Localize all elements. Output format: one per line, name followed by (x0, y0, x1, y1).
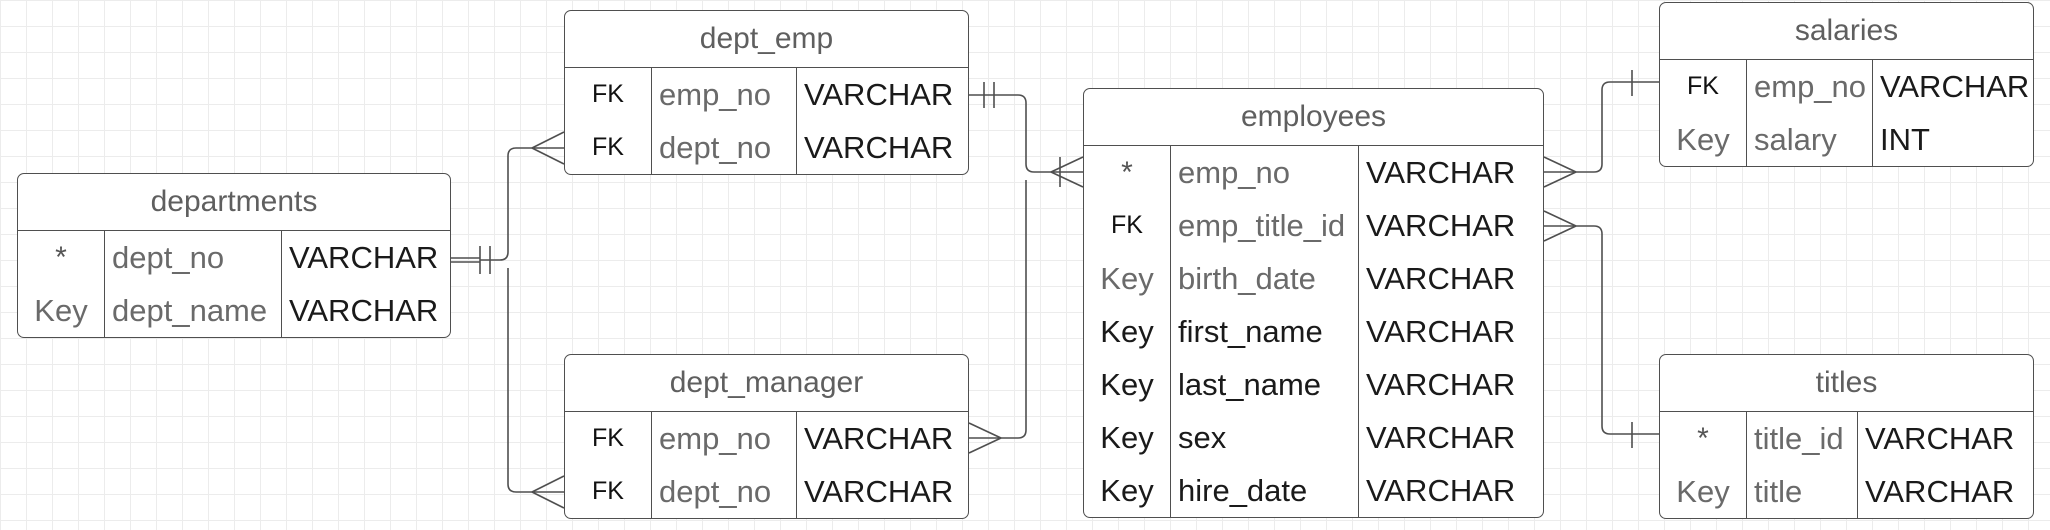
field-type: INT (1880, 122, 1930, 157)
field-type: VARCHAR (1366, 314, 1516, 349)
field-type: VARCHAR (804, 130, 954, 165)
key-cell: FK (1111, 211, 1143, 239)
connector-departments-dept-manager (507, 268, 564, 493)
crowfoot-many-marker (1543, 210, 1577, 242)
field-name: salary (1754, 122, 1837, 157)
connector-employees-titles (1544, 225, 1659, 435)
entity-departments[interactable]: departments * Key dept_no dept_name VARC… (17, 173, 451, 338)
key-cell: Key (34, 293, 88, 328)
field-type: VARCHAR (1880, 69, 2030, 104)
key-cell: Key (1100, 420, 1154, 455)
field-type: VARCHAR (1366, 261, 1516, 296)
crowfoot-many-marker (1543, 156, 1577, 188)
key-cell: * (1121, 156, 1133, 189)
entity-titles[interactable]: titles * Key title_id title VARCHAR VARC… (1659, 354, 2034, 519)
key-cell: * (55, 241, 67, 274)
entity-dept-manager[interactable]: dept_manager FK FK emp_no dept_no VARCHA… (564, 354, 969, 519)
field-type: VARCHAR (804, 474, 954, 509)
key-cell: Key (1100, 367, 1154, 402)
field-name: sex (1178, 420, 1227, 455)
field-name: emp_no (659, 77, 772, 112)
key-cell: Key (1676, 474, 1730, 509)
field-name: emp_title_id (1178, 208, 1346, 243)
key-cell: FK (1687, 72, 1719, 100)
one-marker (983, 82, 995, 108)
connector-departments-dept-emp (480, 147, 564, 261)
field-name: birth_date (1178, 261, 1316, 296)
field-name: title (1754, 474, 1803, 509)
field-name: emp_no (1178, 155, 1291, 190)
field-type: VARCHAR (804, 77, 954, 112)
entity-title: dept_manager (565, 355, 968, 412)
crowfoot-many-marker (531, 475, 565, 509)
field-type: VARCHAR (1865, 421, 2015, 456)
connector-employees-salaries (1544, 81, 1659, 173)
field-name: dept_name (112, 293, 268, 328)
key-cell: FK (592, 477, 624, 505)
key-cell: Key (1676, 122, 1730, 157)
field-name: dept_no (659, 474, 772, 509)
field-type: VARCHAR (289, 240, 439, 275)
entity-title: salaries (1660, 3, 2033, 60)
field-type: VARCHAR (1366, 420, 1516, 455)
key-cell: Key (1100, 261, 1154, 296)
field-type: VARCHAR (1366, 367, 1516, 402)
field-name: hire_date (1178, 473, 1308, 508)
connector-dept-manager-employees (969, 180, 1027, 439)
key-cell: Key (1100, 473, 1154, 508)
entity-employees[interactable]: employees * FK Key Key Key Key Key emp_n… (1083, 88, 1544, 518)
field-type: VARCHAR (1366, 155, 1516, 190)
field-name: last_name (1178, 367, 1322, 402)
entity-title: titles (1660, 355, 2033, 412)
field-name: dept_no (112, 240, 225, 275)
key-cell: FK (592, 80, 624, 108)
field-name: title_id (1754, 421, 1844, 456)
field-type: VARCHAR (1366, 208, 1516, 243)
field-type: VARCHAR (1366, 473, 1516, 508)
entity-title: departments (18, 174, 450, 231)
entity-title: dept_emp (565, 11, 968, 68)
field-type: VARCHAR (289, 293, 439, 328)
crowfoot-many-marker (968, 422, 1002, 454)
key-cell: FK (592, 424, 624, 452)
key-cell: Key (1100, 314, 1154, 349)
field-type: VARCHAR (804, 421, 954, 456)
field-type: VARCHAR (1865, 474, 2015, 509)
crowfoot-many-marker (531, 131, 565, 165)
field-name: first_name (1178, 314, 1323, 349)
field-name: emp_no (659, 421, 772, 456)
field-name: emp_no (1754, 69, 1867, 104)
entity-salaries[interactable]: salaries FK Key emp_no salary VARCHAR IN… (1659, 2, 2034, 167)
crowfoot-many-marker (1050, 156, 1084, 188)
key-cell: FK (592, 133, 624, 161)
entity-title: employees (1084, 89, 1543, 146)
entity-dept-emp[interactable]: dept_emp FK FK emp_no dept_no VARCHAR VA… (564, 10, 969, 175)
field-name: dept_no (659, 130, 772, 165)
connector-dept-emp-employees (969, 94, 1083, 173)
key-cell: * (1697, 422, 1709, 455)
